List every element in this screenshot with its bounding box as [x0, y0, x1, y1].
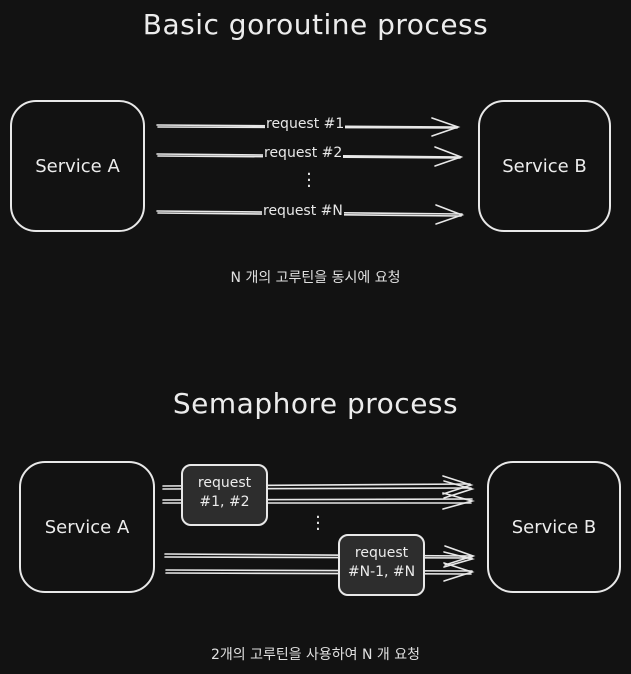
request-batch-2-line1: request [354, 545, 409, 561]
request-2-label: request #2 [263, 145, 344, 161]
service-b-box: Service B [478, 100, 611, 232]
request-batch-2-line2: #N-1, #N [347, 564, 416, 580]
request-batch-2: request #N-1, #N [338, 534, 425, 596]
ellipsis-vertical-icon: ··· [315, 507, 321, 540]
service-b-box: Service B [487, 461, 621, 593]
service-a-label: Service A [44, 516, 130, 538]
request-batch-1-line2: #1, #2 [199, 494, 250, 510]
service-a-label: Service A [35, 155, 120, 177]
basic-process-title: Basic goroutine process [142, 8, 489, 41]
semaphore-caption: 2개의 고루틴을 사용하여 N 개 요청 [210, 647, 421, 663]
request-1-label: request #1 [265, 116, 346, 132]
service-a-box: Service A [19, 461, 155, 593]
semaphore-process-title: Semaphore process [172, 387, 459, 420]
request-n-label: request #N [262, 203, 344, 219]
service-b-label: Service B [502, 155, 587, 177]
request-batch-1: request #1, #2 [181, 464, 268, 526]
service-a-box: Service A [10, 100, 145, 232]
request-batch-1-line1: request [197, 475, 252, 491]
basic-caption: N 개의 고루틴을 동시에 요청 [230, 270, 401, 286]
service-b-label: Service B [511, 516, 597, 538]
arrow-batch-2 [164, 545, 476, 582]
ellipsis-vertical-icon: ··· [306, 164, 312, 197]
